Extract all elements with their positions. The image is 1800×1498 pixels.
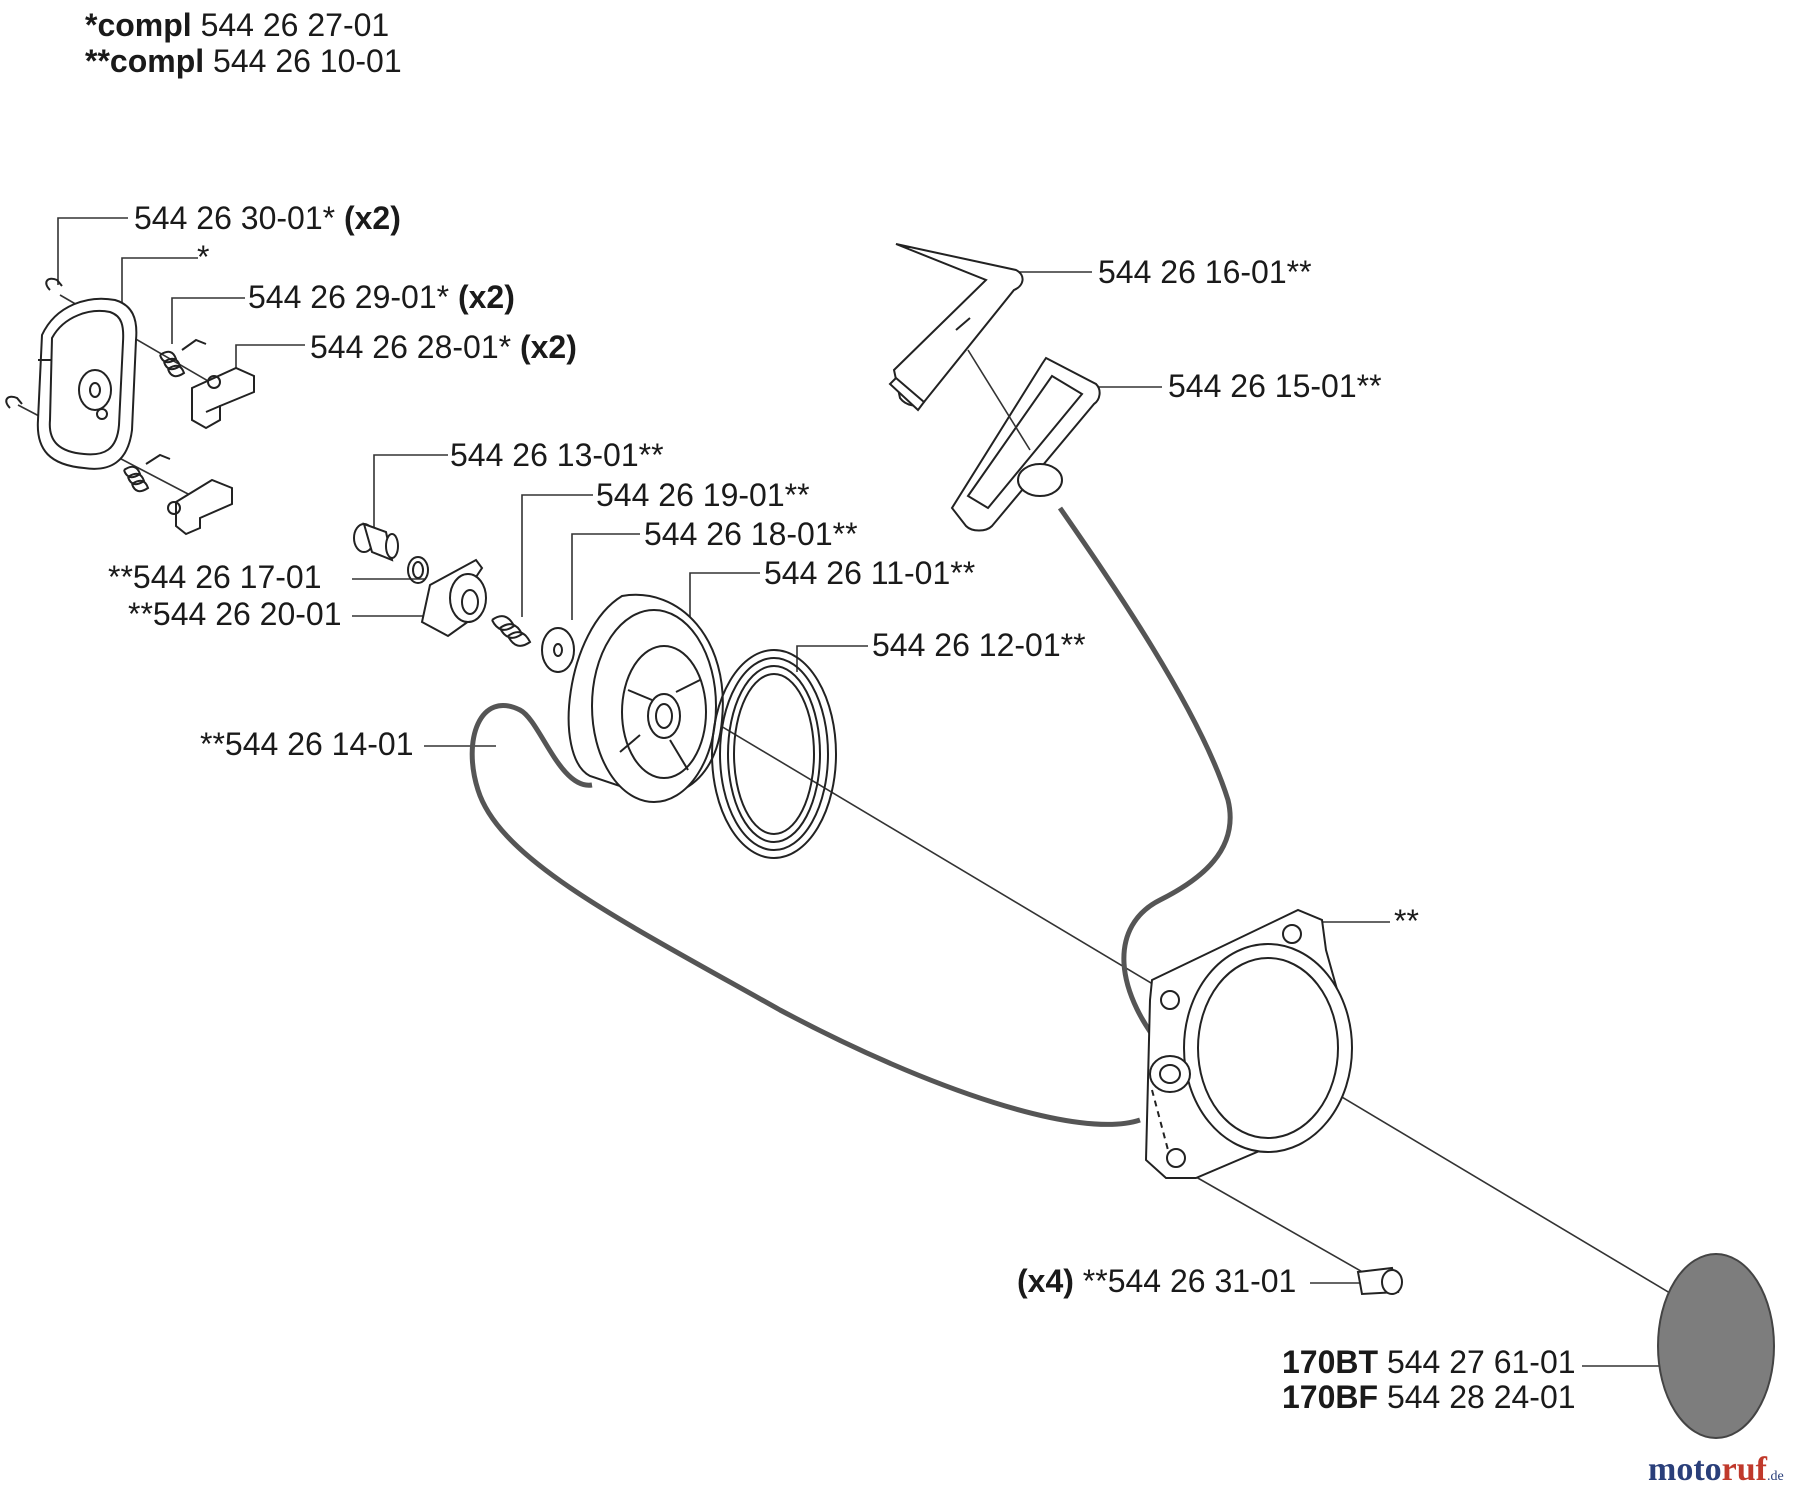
label-544-26-29-01: 544 26 29-01* (x2) [248,280,515,314]
o-ring [407,556,429,584]
compl-prefix-2: **compl [85,43,205,79]
label-544-26-17-01: **544 26 17-01 [108,559,322,595]
recoil-spring [711,649,837,859]
pawl-upper [191,366,255,430]
label-star-single: * [197,239,210,275]
label-544-26-19-01: 544 26 19-01** [596,477,810,513]
decal [1657,1253,1775,1439]
quantity: (x2) [457,279,515,315]
label-544-26-30-01: 544 26 30-01* (x2) [134,201,401,235]
compl-number-1: 544 26 27-01 [200,7,390,43]
label-544-26-12-01: 544 26 12-01** [872,627,1086,663]
ratchet-plate [420,558,487,638]
part-number: 544 28 24-01 [1386,1379,1576,1415]
part-number: 544 27 61-01 [1386,1344,1576,1380]
leader-lines [57,217,1660,1367]
pawl-spring-lower [123,453,171,493]
handle-guide-line [967,349,1031,451]
centre-screw [353,522,399,562]
model-name: 170BF [1282,1379,1379,1415]
label-544-26-15-01: 544 26 15-01** [1168,368,1382,404]
centre-spring [491,615,532,647]
circlip-lower [5,395,23,409]
housing-bolt [1356,1266,1403,1296]
label-544-26-14-01: **544 26 14-01 [200,726,414,762]
compl-number-2: 544 26 10-01 [213,43,402,79]
model-name: 170BT [1282,1344,1379,1380]
label-544-26-31-01: (x4) **544 26 31-01 [1017,1264,1296,1298]
compl-prefix-1: *compl [85,7,192,43]
label-544-26-28-01: 544 26 28-01* (x2) [310,330,577,364]
pawl-carrier-plate [36,297,138,470]
pawl-spring-upper [159,338,207,378]
label-star-double: ** [1394,903,1419,939]
quantity: (x2) [519,329,577,365]
label-544-26-16-01: 544 26 16-01** [1098,254,1312,290]
watermark-part1: moto [1648,1451,1722,1488]
label-170bt: 170BT 544 27 61-01 [1282,1345,1576,1379]
watermark-suffix: .de [1766,1469,1784,1484]
part-number: **544 26 31-01 [1082,1263,1297,1299]
washer [541,627,575,673]
quantity: (x4) [1017,1263,1074,1299]
label-544-26-18-01: 544 26 18-01** [644,516,858,552]
part-number: 544 26 28-01* [310,329,512,365]
bolt-axis [1174,1164,1381,1283]
pawl-lower [167,478,233,536]
watermark-part2: ruf [1721,1451,1767,1488]
quantity: (x2) [343,200,401,236]
label-170bf: 170BF 544 28 24-01 [1282,1380,1576,1414]
watermark-logo: motoruf.de [1648,1452,1784,1495]
circlip-upper [45,277,63,291]
rope-pulley [567,593,724,803]
label-544-26-13-01: 544 26 13-01** [450,437,664,473]
starter-rope [469,703,1141,1127]
handle-grip [888,243,1024,412]
label-544-26-20-01: **544 26 20-01 [128,596,342,632]
part-number: 544 26 29-01* [248,279,450,315]
starter-housing [1144,908,1353,1179]
compl-header-2: **compl 544 26 10-01 [85,44,402,78]
compl-header-1: *compl 544 26 27-01 [85,8,389,42]
part-number: 544 26 30-01* [134,200,336,236]
label-544-26-11-01: 544 26 11-01** [764,555,976,591]
